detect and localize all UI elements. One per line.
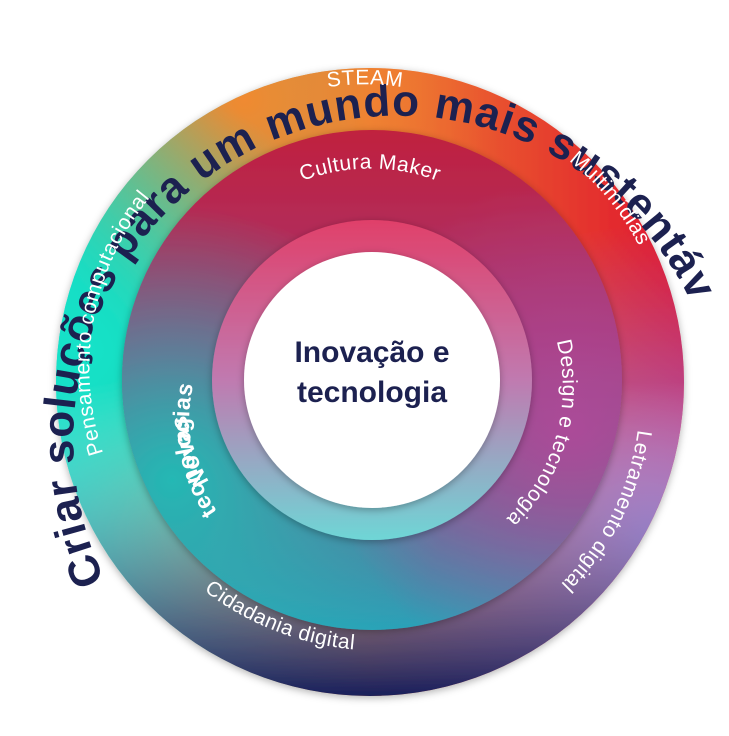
center-title-line2: tecnologia	[297, 376, 447, 409]
label-steam: STEAM	[325, 66, 404, 92]
center-title-line1: Inovação e	[294, 336, 449, 369]
center-disc	[244, 252, 500, 508]
